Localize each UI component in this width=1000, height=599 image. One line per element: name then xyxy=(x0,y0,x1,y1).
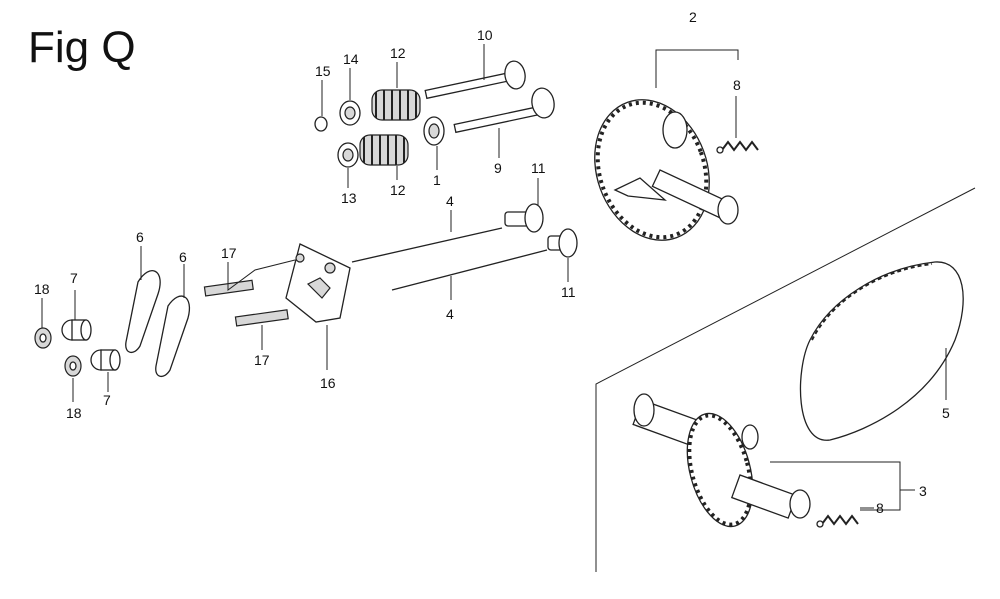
pivots-and-nuts xyxy=(34,319,121,377)
label-12-upper: 12 xyxy=(390,45,406,61)
label-4-upper: 4 xyxy=(446,193,454,209)
label-5: 5 xyxy=(942,405,950,421)
label-13: 13 xyxy=(341,190,357,206)
subassembly-outline xyxy=(595,187,976,572)
push-rods xyxy=(351,227,548,291)
label-16: 16 xyxy=(320,375,336,391)
label-6-right: 6 xyxy=(179,249,187,265)
label-6-left: 6 xyxy=(136,229,144,245)
camshaft-gear xyxy=(594,99,739,241)
label-7-upper: 7 xyxy=(70,270,78,286)
label-2: 2 xyxy=(689,9,697,25)
decompressor-spring-bottom xyxy=(816,514,859,528)
valve-spring-upper xyxy=(371,89,421,121)
rocker-studs xyxy=(203,279,289,327)
label-18-lower: 18 xyxy=(66,405,82,421)
valve-group xyxy=(314,60,555,168)
label-4-lower: 4 xyxy=(446,306,454,322)
label-9: 9 xyxy=(494,160,502,176)
valve-spring-lower xyxy=(359,134,409,166)
label-8-bottom: 8 xyxy=(876,500,884,516)
rocker-plate xyxy=(285,243,351,323)
label-11-upper: 11 xyxy=(531,160,546,176)
label-8-top: 8 xyxy=(733,77,741,93)
timing-chain xyxy=(799,261,964,441)
figure-title: Fig Q xyxy=(28,23,136,72)
label-14: 14 xyxy=(343,51,359,67)
label-1: 1 xyxy=(433,172,441,188)
label-7-lower: 7 xyxy=(103,392,111,408)
callout-labels: 15 14 12 12 13 1 10 9 2 8 11 11 4 4 17 1… xyxy=(34,9,950,516)
tappets xyxy=(504,203,578,258)
label-17-lower: 17 xyxy=(254,352,270,368)
label-15: 15 xyxy=(315,63,331,79)
label-17-upper: 17 xyxy=(221,245,237,261)
label-11-lower: 11 xyxy=(561,284,576,300)
rocker-arms xyxy=(125,270,191,377)
crankshaft-sprocket xyxy=(632,393,811,528)
label-10: 10 xyxy=(477,27,493,43)
label-18-upper: 18 xyxy=(34,281,50,297)
label-12-lower: 12 xyxy=(390,182,406,198)
label-3: 3 xyxy=(919,483,927,499)
leader-lines xyxy=(41,44,947,511)
decompressor-spring-top xyxy=(716,140,759,154)
